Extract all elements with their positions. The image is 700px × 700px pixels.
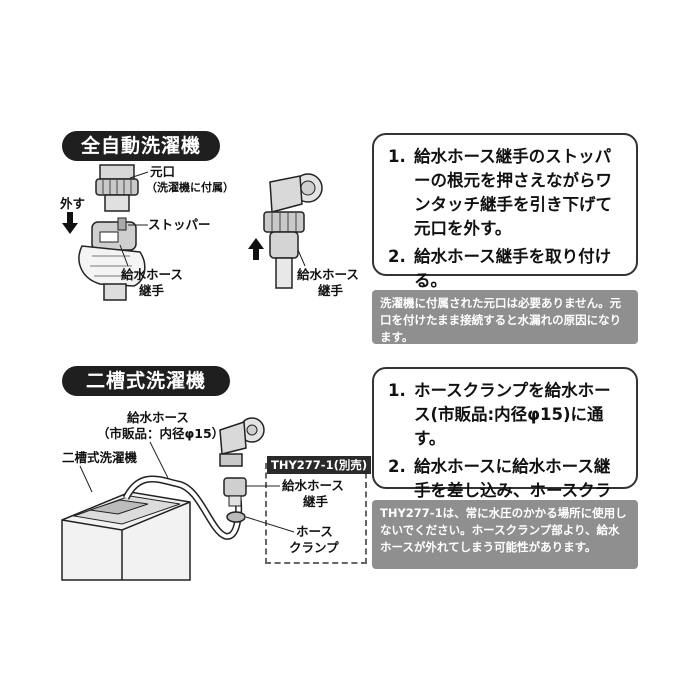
label-hose-1: 給水ホース: [127, 410, 189, 425]
instructions-twin: 1. ホースクランプを給水ホース(市販品:内径φ15)に通す。 2. 給水ホース…: [372, 367, 638, 524]
label-joint-right-2: 継手: [318, 283, 344, 298]
label-joint-left-2: 継手: [139, 283, 165, 298]
section-badge-twin: 二槽式洗濯機: [62, 366, 230, 396]
label-joint-twin-2: 継手: [303, 494, 329, 509]
arrow-down-icon: [62, 212, 78, 234]
label-clamp-2: クランプ: [289, 540, 339, 555]
label-hose-2: （市販品：内径φ15）: [97, 426, 225, 441]
instruction-text: ホースクランプを給水ホース(市販品:内径φ15)に通す。: [414, 381, 611, 448]
label-stopper: ストッパー: [148, 217, 211, 232]
label-motoguchi: 元口: [150, 164, 176, 179]
note-twin: THY277-1は、常に水圧のかかる場所に使用しないでください。ホースクランプ部…: [372, 500, 638, 569]
auto-faucet-right-illustration: [263, 173, 323, 289]
instruction-text: 給水ホース継手を取り付ける。: [414, 247, 612, 290]
instruction-number: 1.: [388, 381, 406, 400]
instruction-number: 2.: [388, 457, 406, 476]
arrow-up-icon: [248, 238, 264, 260]
label-motoguchi-sub: （洗濯機に付属）: [146, 181, 234, 194]
instructions-auto: 1. 給水ホース継手のストッパーの根元を押さえながらワンタッチ継手を引き下げて元…: [372, 133, 638, 290]
section-badge-auto: 全自動洗濯機: [62, 131, 220, 161]
label-joint-right-1: 給水ホース: [297, 267, 359, 282]
thy-product-tag: THY277-1(別売): [267, 456, 372, 474]
instruction-item: 1. 給水ホース継手のストッパーの根元を押さえながらワンタッチ継手を引き下げて元…: [388, 145, 624, 241]
instruction-number: 1.: [388, 147, 406, 166]
instruction-text: 給水ホース継手のストッパーの根元を押さえながらワンタッチ継手を引き下げて元口を外…: [414, 147, 612, 238]
instruction-number: 2.: [388, 247, 406, 266]
note-auto: 洗濯機に付属された元口は必要ありません。元口を付けたまま接続すると水漏れの原因に…: [372, 290, 638, 344]
label-machine: 二槽式洗濯機: [62, 450, 138, 465]
label-clamp-1: ホース: [296, 524, 333, 539]
instruction-item: 1. ホースクランプを給水ホース(市販品:内径φ15)に通す。: [388, 379, 624, 451]
auto-faucet-left-illustration: [78, 164, 146, 301]
label-hazusu: 外す: [60, 196, 86, 211]
instruction-item: 2. 給水ホース継手を取り付ける。: [388, 245, 624, 293]
label-joint-twin-1: 給水ホース: [282, 478, 344, 493]
twin-faucet-illustration: [219, 417, 265, 523]
label-joint-left-1: 給水ホース: [121, 267, 183, 282]
twin-tub-machine-illustration: [61, 475, 243, 581]
